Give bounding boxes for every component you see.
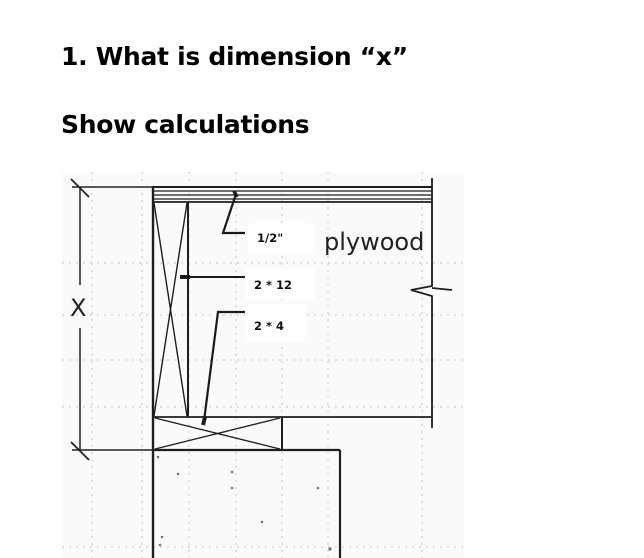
joist-label: 2 * 12 xyxy=(254,278,292,292)
plate-label: 2 * 4 xyxy=(254,319,284,333)
label-bg-plate xyxy=(245,304,305,342)
foundation-speckles xyxy=(156,455,332,551)
plate-2x4 xyxy=(153,416,432,452)
plywood-sheathing xyxy=(152,186,432,203)
break-line xyxy=(410,178,453,428)
label-bg-thickness xyxy=(248,223,314,255)
plywood-thickness-label: 1/2" xyxy=(257,231,283,245)
question-subtitle: Show calculations xyxy=(61,110,310,139)
question-title: 1. What is dimension “x” xyxy=(61,42,408,71)
label-bg-joist xyxy=(245,269,315,299)
leader-lines xyxy=(180,190,245,426)
dimension-x-label: X xyxy=(70,294,86,322)
dimension-x xyxy=(70,178,152,461)
joist-2x12 xyxy=(151,187,189,558)
plywood-label: plywood xyxy=(324,228,424,256)
